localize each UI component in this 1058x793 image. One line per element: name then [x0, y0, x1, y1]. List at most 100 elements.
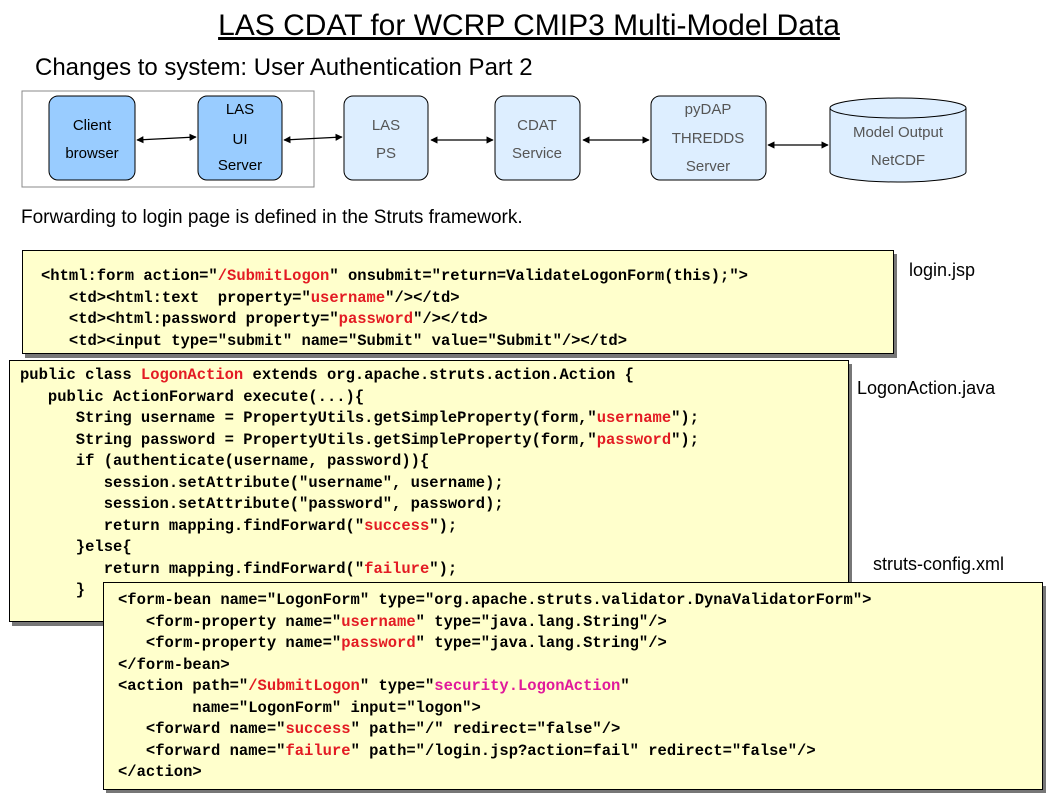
code-token: <td><html:text property=": [41, 288, 311, 307]
struts-config-code-box: <form-bean name="LogonForm" type="org.ap…: [103, 582, 1043, 790]
arrow-ui-ps: [283, 133, 343, 144]
cdat-label-line-1: CDAT: [517, 117, 557, 134]
code-token: String password = PropertyUtils.getSimpl…: [20, 430, 597, 449]
code-token: ");: [671, 430, 700, 449]
las-ps-label-line-2: PS: [376, 145, 396, 162]
code-token: <forward name=": [118, 741, 286, 760]
code-line: <form-bean name="LogonForm" type="org.ap…: [118, 590, 1042, 612]
page-title: LAS CDAT for WCRP CMIP3 Multi-Model Data: [218, 9, 840, 42]
code-line: </action>: [118, 762, 1042, 784]
code-line: }: [20, 580, 848, 602]
arrow-client-ui: [136, 133, 197, 144]
code-token: success: [364, 516, 430, 535]
code-line: session.setAttribute("username", usernam…: [20, 473, 848, 495]
code-token: security.LogonAction: [434, 677, 621, 695]
code-line: session.setAttribute("password", passwor…: [20, 494, 848, 516]
code-line: }else{: [20, 537, 848, 559]
las-ui-label-line-1: LAS: [226, 101, 254, 118]
code-line: <form-property name="username" type="jav…: [118, 612, 1042, 634]
code-line: public class LogonAction extends org.apa…: [20, 365, 848, 387]
code-token: <html:form action=": [41, 267, 218, 285]
code-token: }: [20, 581, 86, 599]
login-jsp-code-box: <html:form action="/SubmitLogon" onsubmi…: [22, 250, 894, 354]
code-token: " path="/" redirect="false"/>: [350, 720, 621, 738]
code-line: if (authenticate(username, password)){: [20, 451, 848, 473]
code-token: public class: [20, 366, 141, 384]
pydap-label-line-1: pyDAP: [685, 101, 732, 118]
code-token: String username = PropertyUtils.getSimpl…: [20, 409, 597, 427]
code-token: <td><input type="submit" name="Submit" v…: [41, 331, 627, 350]
code-token: <form-bean name="LogonForm" type="org.ap…: [118, 591, 872, 609]
code-line: <td><html:text property="username"/></td…: [41, 288, 893, 310]
las-ui-label-line-2: UI: [233, 131, 248, 148]
client-label-line-1: Client: [73, 117, 112, 134]
las-ps-label-line-1: LAS: [372, 117, 400, 134]
code-token: <form-property name=": [118, 612, 342, 631]
code-token: "/></td>: [413, 310, 488, 328]
code-token: }else{: [20, 538, 132, 556]
code-token: password: [341, 634, 416, 652]
client-browser-node: [48, 95, 136, 181]
code-token: <form-property name=": [118, 634, 342, 652]
code-line: public ActionForward execute(...){: [20, 387, 848, 409]
pydap-label-line-3: Server: [686, 158, 730, 175]
code-token: public ActionForward execute(...){: [20, 387, 365, 406]
client-label-line-2: browser: [65, 145, 118, 162]
pydap-label-line-2: THREDDS: [672, 130, 745, 147]
code-token: name="LogonForm" input="logon">: [118, 698, 481, 717]
code-line: <forward name="failure" path="/login.jsp…: [118, 741, 1042, 763]
code-line: <td><input type="submit" name="Submit" v…: [41, 331, 893, 353]
code-token: " onsubmit="return=ValidateLogonForm(thi…: [329, 267, 748, 285]
code-token: username: [310, 288, 386, 307]
code-token: return mapping.findForward(": [20, 516, 365, 535]
pydap-thredds-node: [650, 95, 767, 181]
cdat-label-line-2: Service: [512, 145, 562, 162]
logon-action-filename: LogonAction.java: [857, 378, 996, 398]
code-token: ": [620, 677, 630, 695]
code-token: <action path=": [118, 677, 249, 695]
cdat-service-node: [494, 95, 581, 181]
code-line: <forward name="success" path="/" redirec…: [118, 719, 1042, 741]
code-token: ");: [429, 516, 458, 535]
code-token: username: [341, 612, 416, 631]
code-token: " type="java.lang.String"/>: [415, 612, 667, 631]
code-token: failure: [285, 741, 351, 760]
page-subtitle: Changes to system: User Authentication P…: [35, 54, 533, 81]
code-token: " type="java.lang.String"/>: [415, 634, 667, 652]
code-token: return mapping.findForward(": [20, 559, 365, 578]
forwarding-note: Forwarding to login page is defined in t…: [21, 207, 523, 228]
logon-action-code-box: public class LogonAction extends org.apa…: [9, 360, 849, 622]
las-ps-node: [343, 95, 429, 181]
code-line: </form-bean>: [118, 655, 1042, 677]
code-token: </action>: [118, 763, 202, 781]
code-token: <forward name=": [118, 720, 286, 738]
code-line: return mapping.findForward("failure");: [20, 559, 848, 581]
code-line: <html:form action="/SubmitLogon" onsubmi…: [41, 266, 893, 288]
code-line: return mapping.findForward("success");: [20, 516, 848, 538]
struts-config-filename: struts-config.xml: [873, 554, 1005, 574]
code-token: " path="/login.jsp?action=fail" redirect…: [350, 741, 816, 760]
code-token: extends org.apache.struts.action.Action …: [243, 366, 634, 384]
code-line: <action path="/SubmitLogon" type="securi…: [118, 676, 1042, 698]
code-token: LogonAction: [140, 366, 244, 384]
code-token: "/></td>: [385, 288, 460, 307]
code-token: session.setAttribute("password", passwor…: [20, 495, 504, 513]
model-label-line-2: NetCDF: [871, 152, 925, 169]
code-token: " type=": [359, 677, 435, 695]
code-line: String password = PropertyUtils.getSimpl…: [20, 430, 848, 452]
las-ui-server-node: [197, 95, 283, 181]
code-token: ");: [429, 559, 458, 578]
code-token: password: [596, 430, 672, 449]
code-line: String username = PropertyUtils.getSimpl…: [20, 408, 848, 430]
code-token: </form-bean>: [118, 655, 230, 674]
code-token: session.setAttribute("username", usernam…: [20, 473, 504, 492]
code-token: /SubmitLogon: [248, 677, 360, 695]
code-token: password: [338, 310, 414, 328]
model-label-line-1: Model Output: [853, 124, 944, 141]
code-token: username: [596, 409, 672, 427]
code-token: if (authenticate(username, password)){: [20, 452, 430, 470]
code-token: success: [285, 720, 351, 738]
architecture-diagram: Client browser LAS UI Server LAS PS CDAT…: [21, 90, 967, 188]
code-line: name="LogonForm" input="logon">: [118, 698, 1042, 720]
code-line: <form-property name="password" type="jav…: [118, 633, 1042, 655]
